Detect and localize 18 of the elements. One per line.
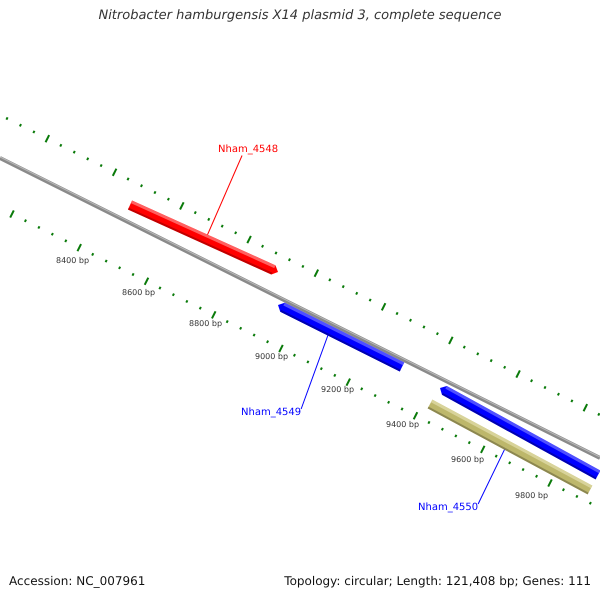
- title: Nitrobacter hamburgensis X14 plasmid 3, complete sequence: [97, 9, 503, 24]
- position-label: 9000 bp: [255, 352, 288, 362]
- leader-line: [478, 449, 505, 504]
- position-label: 8600 bp: [122, 288, 156, 298]
- gene-bar: [278, 302, 404, 372]
- position-label: 9800 bp: [515, 491, 548, 500]
- position-label: 9200 bp: [321, 385, 354, 394]
- gene-label: Nham_4548: [218, 144, 278, 156]
- gene-label: Nham_4550: [418, 502, 478, 514]
- position-label: 8400 bp: [56, 256, 90, 266]
- gene-label: Nham_4549: [241, 407, 302, 418]
- gene-bar: [128, 200, 278, 274]
- position-label: 9600 bp: [451, 455, 484, 464]
- leader-line: [300, 335, 328, 410]
- accession-text: Accession: NC_007961: [9, 575, 146, 589]
- position-label: 8800 bp: [189, 319, 222, 328]
- genome-info-text: Topology: circular; Length: 121,408 bp; Genes: 111: [284, 575, 591, 589]
- position-label: 9400 bp: [386, 420, 420, 430]
